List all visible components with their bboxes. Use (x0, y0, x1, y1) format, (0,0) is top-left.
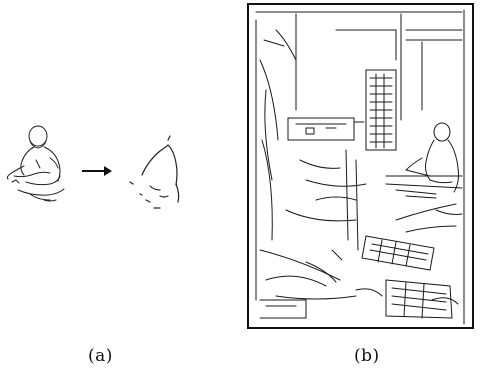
scene-edges (255, 9, 465, 325)
panel-b (236, 0, 494, 373)
caption-b: (b) (354, 346, 380, 366)
arrow-right-icon (82, 166, 112, 176)
extracted-contour (129, 135, 180, 209)
panel-b-edge-image (247, 3, 474, 329)
person-sketch (6, 125, 65, 202)
panel-a (0, 0, 230, 373)
caption-a: (a) (88, 346, 113, 366)
panel-a-illustration (6, 125, 180, 209)
